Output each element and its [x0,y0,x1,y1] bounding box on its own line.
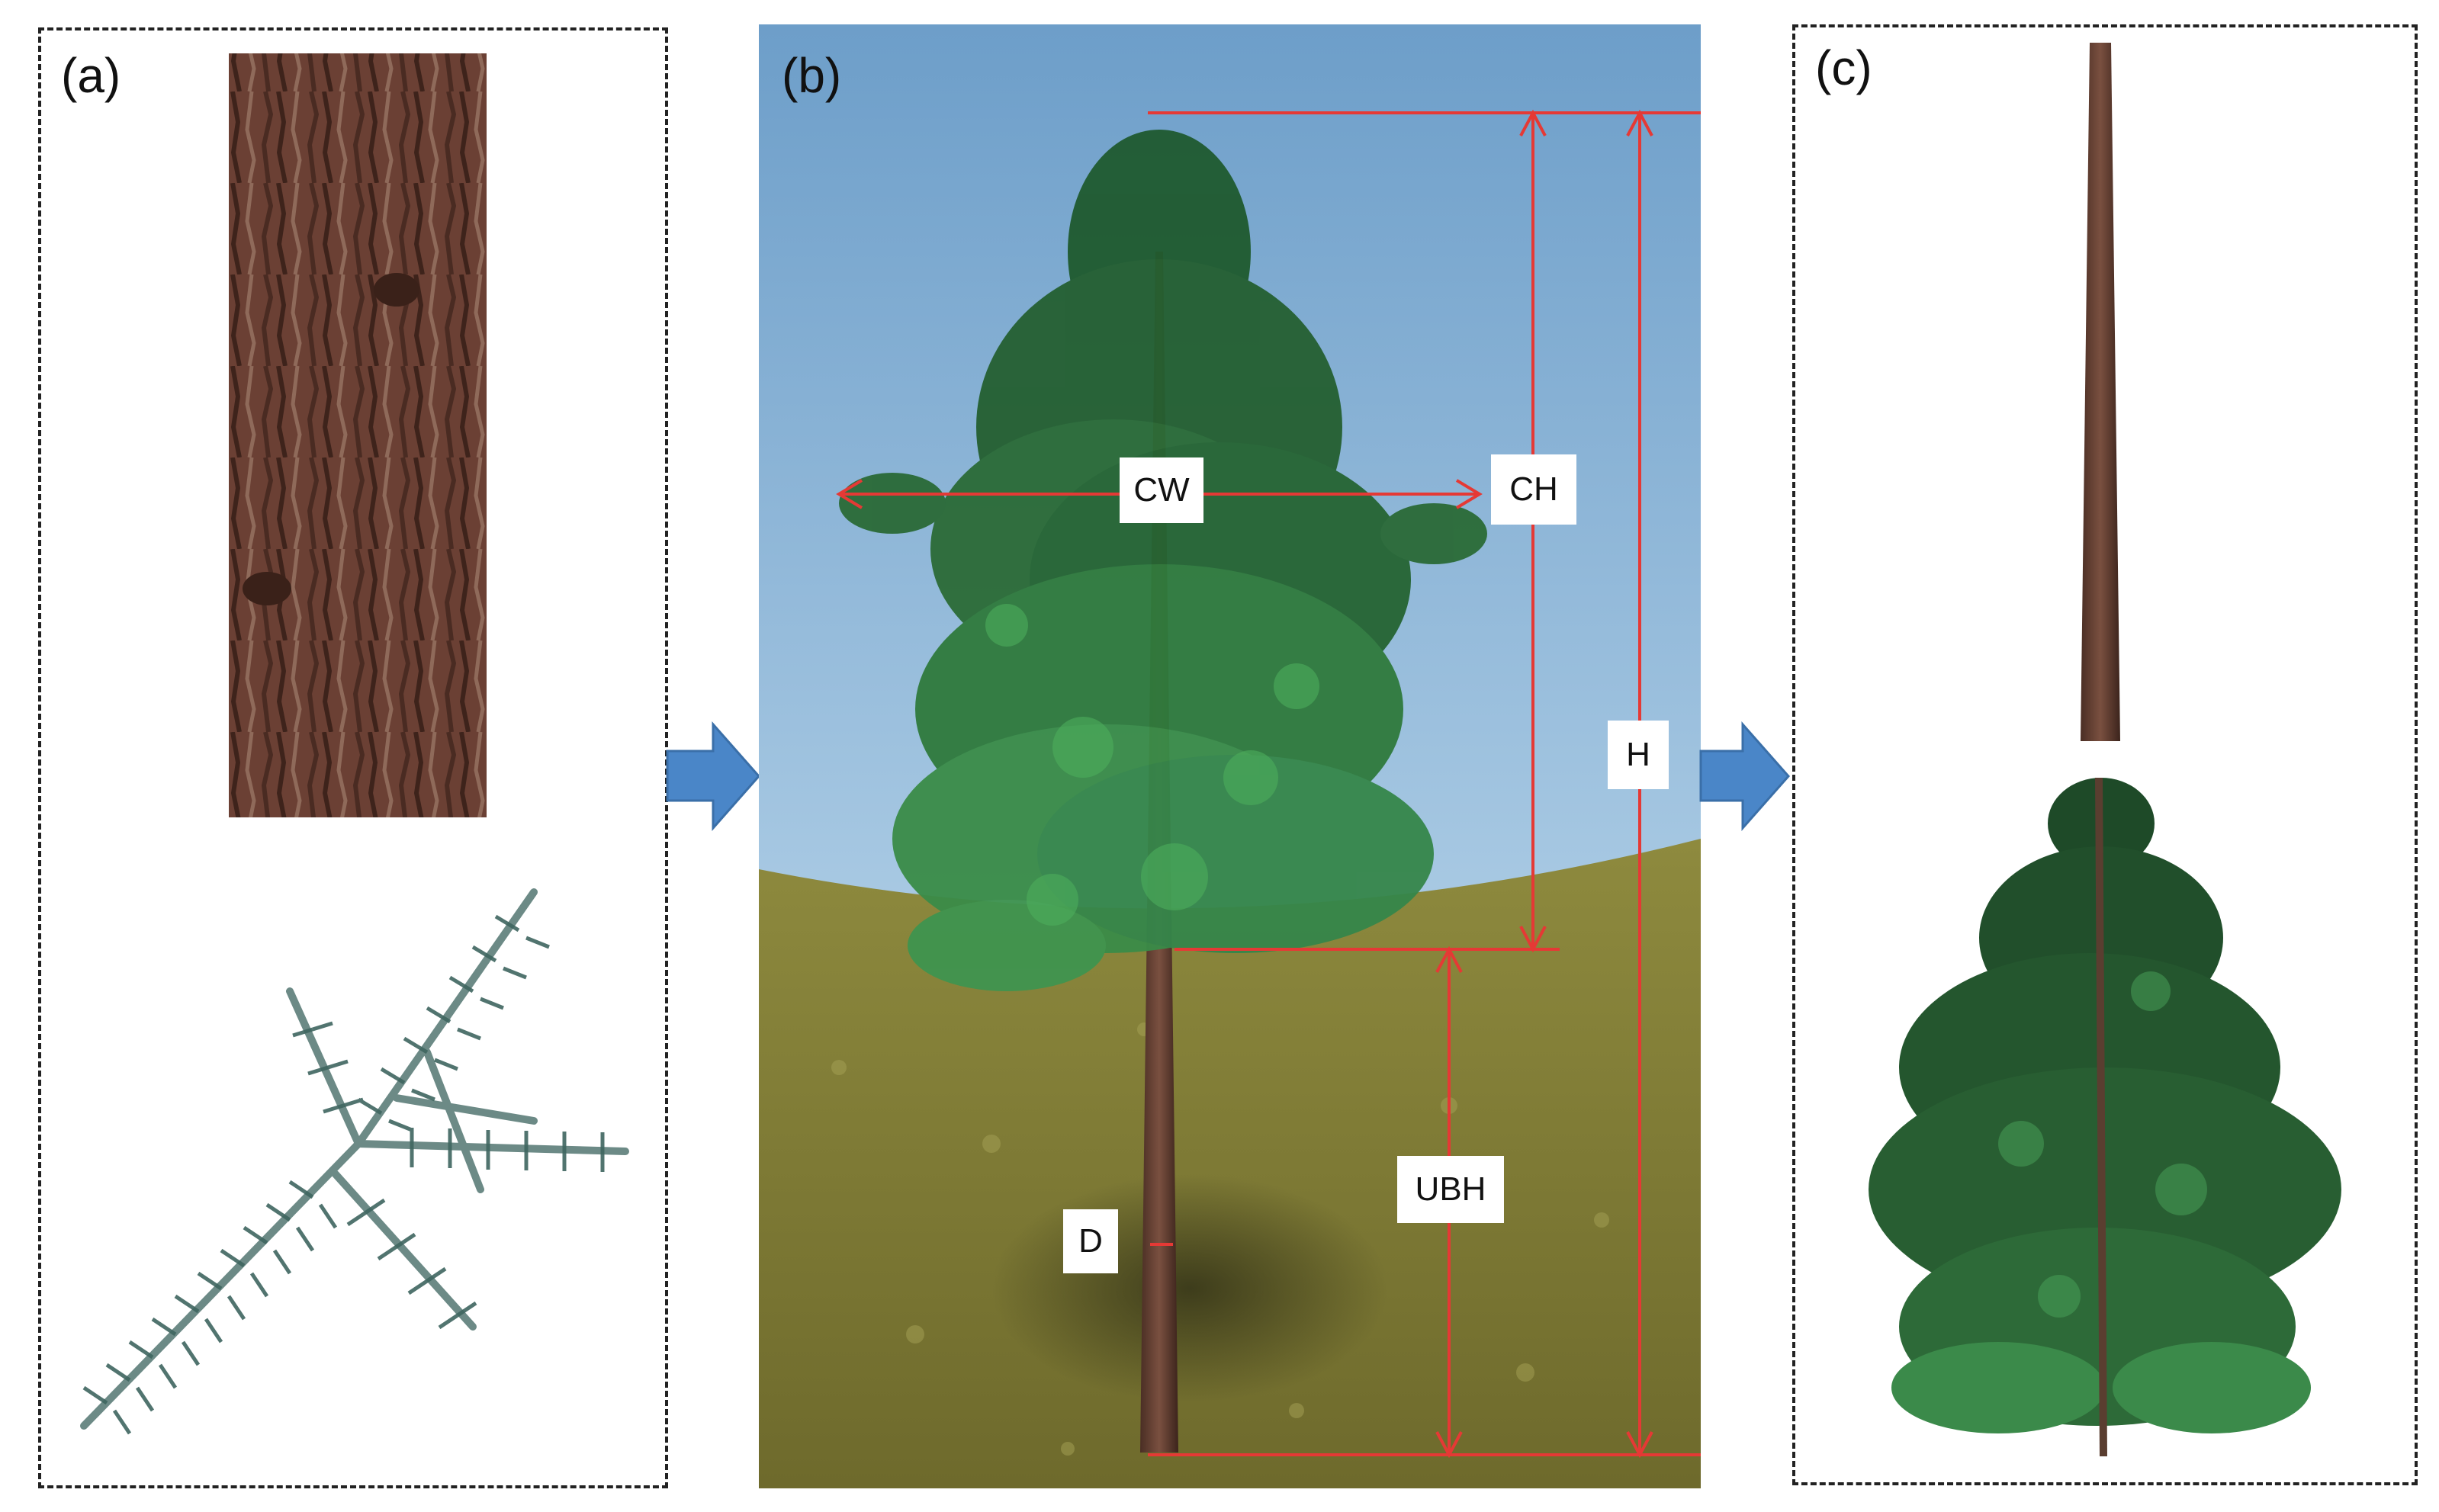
h-arrowhead-top [1626,109,1653,136]
conifer-needles [82,914,605,1435]
bark-knot [374,273,419,307]
panel-c [1869,43,2341,1457]
panel-b-scene [759,24,1701,1488]
foliage-highlights [985,604,1319,926]
panel-a-label: (a) [61,48,121,103]
ch-arrowhead-top [1519,109,1547,136]
cw-arrowhead-left [836,479,863,509]
d-label: D [1063,1209,1118,1273]
ch-label: CH [1491,454,1576,525]
cw-arrowhead-right [1455,479,1483,509]
h-label: H [1608,721,1669,789]
conifer-twig-image [80,888,629,1430]
right-block-arrow-icon [666,721,761,831]
panel-c-label: (c) [1815,40,1872,95]
ubh-label: UBH [1397,1156,1504,1223]
ch-arrowhead-bottom [1519,926,1547,953]
cw-label: CW [1120,457,1203,523]
h-arrowhead-bottom [1626,1431,1653,1459]
bark-texture-image [229,53,487,817]
tree-model-image [1869,777,2341,1457]
ubh-arrowhead-bottom [1435,1431,1463,1459]
panel-a [80,53,629,1435]
right-block-arrow-icon [1699,721,1791,831]
trunk-model-image [2081,43,2120,741]
ubh-arrowhead-top [1435,945,1463,973]
bark-knot [243,572,291,605]
panel-c-frame [1792,24,2418,1485]
tree-crown [839,130,1487,991]
panel-b-label: (b) [782,48,842,103]
